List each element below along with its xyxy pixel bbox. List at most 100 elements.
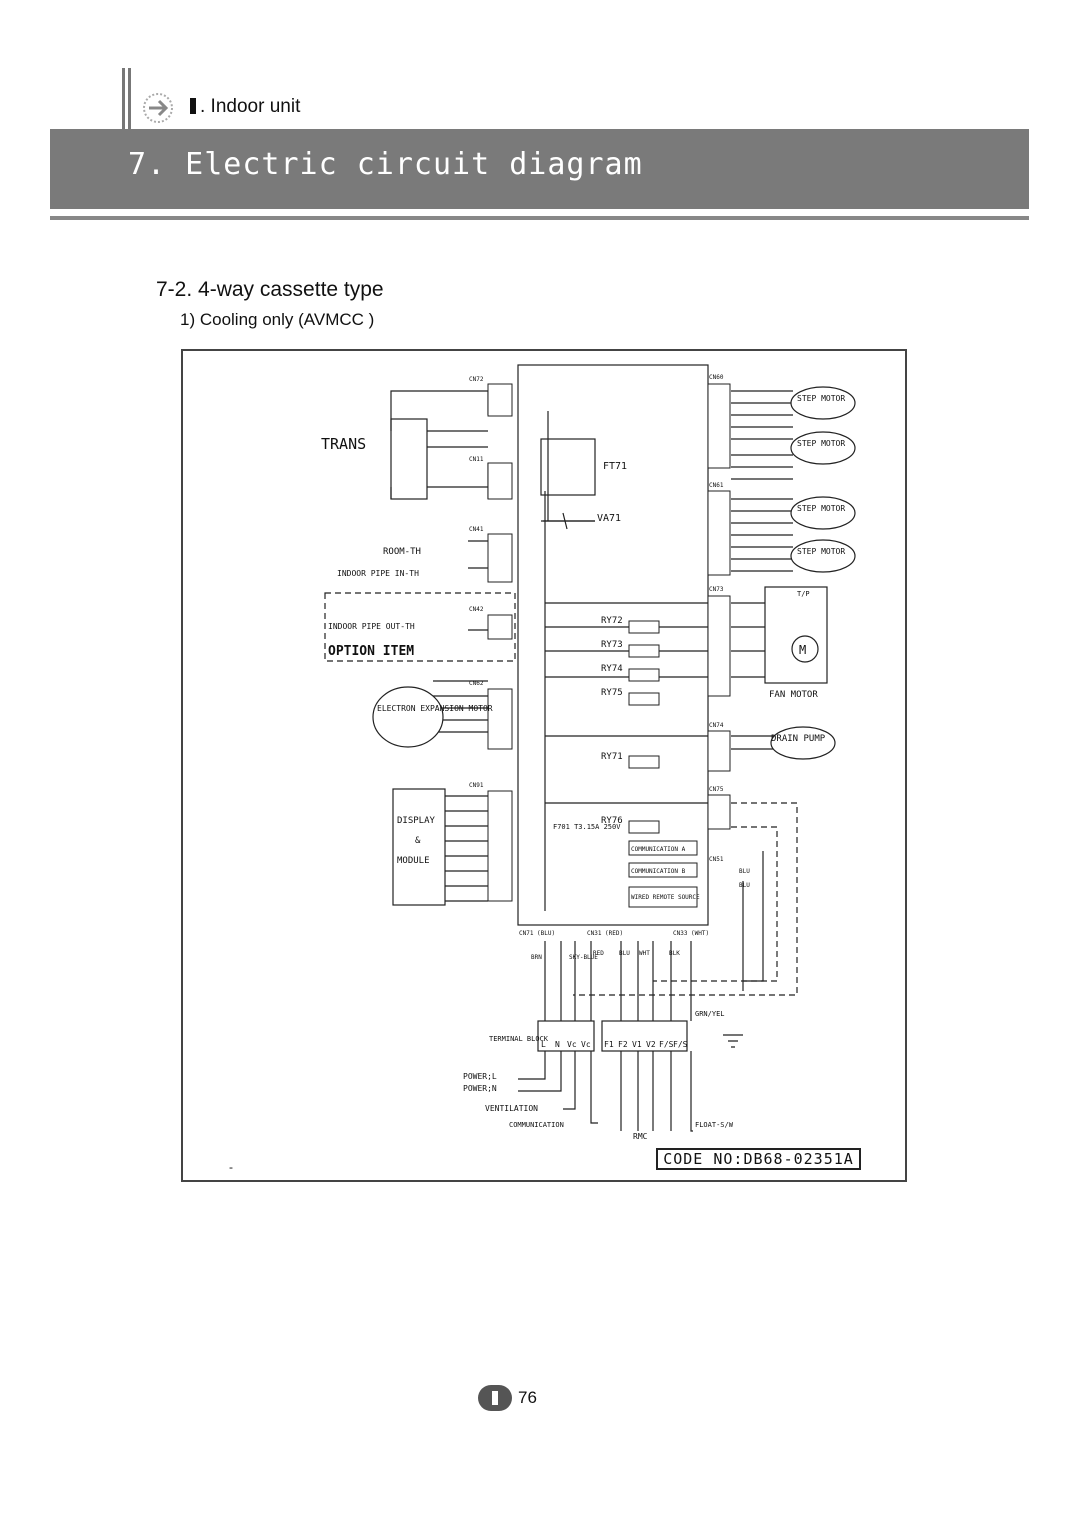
relay-switches [628, 620, 660, 834]
cn60-label: CN60 [709, 374, 724, 381]
relay-ry71: RY71 [601, 752, 623, 762]
option-item-box [324, 592, 516, 662]
step-motor-3 [790, 496, 856, 530]
wire-blu-2: BLU [739, 868, 750, 875]
wire-brn: BRN [531, 954, 542, 961]
module-label: MODULE [397, 856, 430, 866]
step-motor-label-3: STEP MOTOR [797, 504, 845, 513]
right-connectors [707, 383, 731, 830]
wire-blu: BLU [619, 950, 630, 957]
cn91-label: CN91 [469, 782, 484, 789]
step-motor-2 [790, 431, 856, 465]
communication-label: COMMUNICATION [509, 1121, 564, 1129]
ft71-label: FT71 [603, 461, 627, 472]
step-motor-label-4: STEP MOTOR [797, 547, 845, 556]
drain-pump-label: DRAIN PUMP [771, 734, 826, 744]
fan-motor-label: FAN MOTOR [769, 690, 818, 700]
circuit-svg: TRANS OPTION ITEM ROOM-TH INDOOR PIPE IN… [321, 364, 856, 1141]
step-motor-1 [790, 386, 856, 420]
circuit-diagram: TRANS OPTION ITEM ROOM-TH INDOOR PIPE IN… [181, 349, 907, 1182]
section-heading: 7-2. 4-way cassette type [156, 278, 384, 301]
terminal-block-left [537, 1020, 595, 1052]
cn61-label: CN61 [709, 482, 724, 489]
comm-a-label: COMMUNICATION A [631, 846, 686, 853]
comm-b-label: COMMUNICATION B [631, 868, 686, 875]
amp-label: & [415, 836, 421, 846]
wire-wht: WHT [639, 950, 650, 957]
title-band: 7. Electric circuit diagram [50, 129, 1029, 209]
term-n: N [555, 1040, 560, 1049]
cn73-label: CN73 [709, 586, 724, 593]
cn75-label: CN75 [709, 786, 724, 793]
page-number: 76 [518, 1388, 537, 1407]
arrow-right-icon [142, 92, 178, 124]
pipe-in-label: INDOOR PIPE IN-TH [337, 569, 419, 578]
page-badge-icon [478, 1385, 512, 1411]
relay-ry72: RY72 [601, 616, 623, 626]
power-l-label: POWER;L [463, 1072, 497, 1081]
roman-numeral-icon [190, 98, 196, 114]
code-number: CODE NO:DB68-02351A [656, 1148, 861, 1170]
electron-motor [372, 686, 444, 748]
subsection-heading: 1) Cooling only (AVMCC ) [180, 310, 375, 329]
electron-motor-label: ELECTRON EXPANSION MOTOR [377, 704, 493, 713]
step-motor-4 [790, 539, 856, 573]
term-f1: F1 [604, 1040, 614, 1049]
title-underline [50, 216, 1029, 220]
cn33-label: CN33 (WHT) [673, 930, 709, 937]
cn41-label: CN41 [469, 526, 484, 533]
power-n-label: POWER;N [463, 1084, 497, 1093]
relay-ry74: RY74 [601, 664, 623, 674]
fan-m-circle [791, 635, 819, 663]
fuse-label: F701 T3.15A 250V [553, 823, 621, 831]
float-sw-label: FLOAT-S/W [695, 1121, 734, 1129]
display-label: DISPLAY [397, 816, 436, 826]
wire-sky-blue: SKY-BLUE [569, 954, 598, 961]
ft71-box [540, 438, 596, 496]
cn71-label: CN71 (BLU) [519, 930, 555, 937]
ventilation-label: VENTILATION [485, 1104, 538, 1113]
comm-boxes [628, 840, 698, 908]
cn62-label: CN62 [469, 680, 484, 687]
grn-yel-label: GRN/YEL [695, 1010, 725, 1018]
wire-blk: BLK [669, 950, 680, 957]
trans-label: TRANS [321, 435, 366, 453]
term-fs1: F/S [659, 1040, 674, 1049]
va71-label: VA71 [597, 513, 621, 524]
relay-ry73: RY73 [601, 640, 623, 650]
term-v1: V1 [632, 1040, 642, 1049]
terminal-block-right [601, 1020, 688, 1052]
wire-blu-3: BLU [739, 882, 750, 889]
cn42-label: CN42 [469, 606, 484, 613]
header-bars [122, 68, 136, 130]
display-box [392, 788, 446, 906]
rmc-label: RMC [633, 1132, 648, 1141]
term-vc1: Vc [567, 1040, 577, 1049]
relay-ry75: RY75 [601, 688, 623, 698]
pipe-out-label: INDOOR PIPE OUT-TH [328, 622, 415, 631]
cn72-label: CN72 [469, 376, 484, 383]
step-motor-label-1: STEP MOTOR [797, 394, 845, 403]
bottom-left-mark: - [229, 1160, 233, 1174]
relay-ry76: RY76 [601, 816, 623, 826]
option-item-label: OPTION ITEM [328, 644, 414, 659]
cn31-label: CN31 (RED) [587, 930, 623, 937]
chapter-label: . Indoor unit [190, 96, 300, 118]
term-vc2: Vc [581, 1040, 591, 1049]
page-title: 7. Electric circuit diagram [128, 147, 643, 182]
step-motors [372, 386, 856, 760]
term-fs2: F/S [673, 1040, 688, 1049]
tp-label: T/P [797, 590, 810, 598]
cn51-label: CN51 [709, 856, 724, 863]
trans-box [390, 418, 428, 500]
step-motor-label-2: STEP MOTOR [797, 439, 845, 448]
cn11-label: CN11 [469, 456, 484, 463]
fan-motor-box [764, 586, 828, 684]
term-l: L [541, 1040, 546, 1049]
cn74-label: CN74 [709, 722, 724, 729]
terminal-block-label: TERMINAL BLOCK [489, 1035, 549, 1043]
wired-remote-label: WIRED REMOTE SOURCE [631, 894, 700, 901]
chapter-label-text: . Indoor unit [200, 96, 301, 117]
left-connectors [487, 383, 513, 902]
term-f2: F2 [618, 1040, 628, 1049]
